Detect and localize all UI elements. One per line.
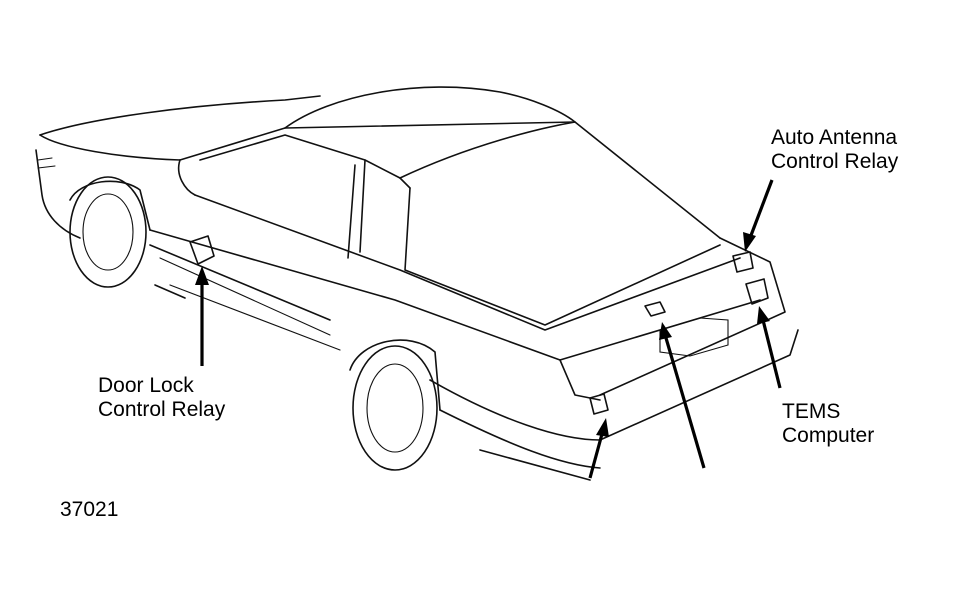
car-body-outline bbox=[35, 86, 799, 481]
center-component bbox=[644, 301, 666, 317]
lower-left-component bbox=[589, 393, 609, 415]
tems-computer-component bbox=[745, 278, 769, 305]
auto-antenna-relay-label: Auto Antenna Control Relay bbox=[771, 126, 898, 174]
auto-antenna-relay-component bbox=[732, 251, 754, 273]
auto-antenna-label-line2: Control Relay bbox=[771, 150, 899, 173]
arrow-tems bbox=[757, 306, 782, 389]
tems-label-line2: Computer bbox=[782, 424, 875, 447]
arrow-door-lock bbox=[195, 266, 209, 366]
tems-label-line1: TEMS bbox=[782, 400, 841, 423]
arrow-center bbox=[659, 322, 706, 469]
figure-number: 37021 bbox=[60, 498, 118, 522]
door-lock-relay-component bbox=[189, 235, 215, 265]
tems-computer-label: TEMS Computer bbox=[782, 400, 874, 448]
arrow-lower-left bbox=[588, 418, 609, 479]
door-lock-relay-label: Door Lock Control Relay bbox=[98, 374, 225, 422]
auto-antenna-label-line1: Auto Antenna bbox=[771, 126, 898, 149]
door-lock-label-line1: Door Lock bbox=[98, 374, 194, 397]
door-lock-label-line2: Control Relay bbox=[98, 398, 226, 421]
arrow-auto-antenna bbox=[743, 179, 774, 252]
figure-number-text: 37021 bbox=[60, 498, 119, 521]
